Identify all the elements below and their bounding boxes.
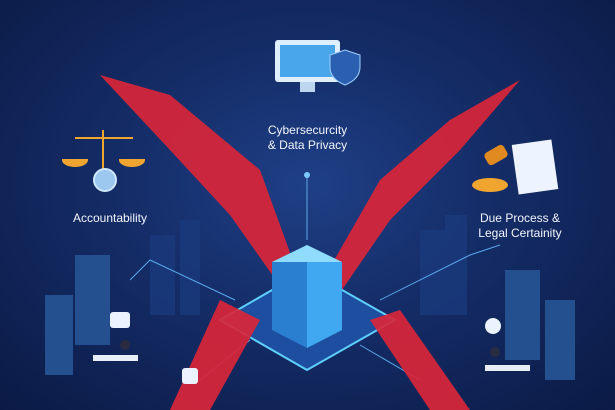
question-bubbles	[110, 312, 501, 384]
magnifier-lock-icon	[93, 168, 117, 192]
workers-at-desks	[93, 340, 530, 371]
accountability-label: Accountability	[72, 211, 148, 225]
building-icon	[272, 245, 342, 348]
due-process-label: Due Process & Legal Certainity	[460, 211, 580, 241]
due-line1: Due Process &	[479, 211, 561, 225]
server-towers	[45, 255, 575, 380]
cyber-line1: Cybersecurcity	[267, 123, 348, 137]
city-skyline	[150, 215, 467, 315]
monitor-shield-icon	[275, 40, 361, 92]
scales-of-justice-icon	[61, 130, 146, 175]
node-dot	[304, 172, 310, 178]
gavel-document-icon	[472, 139, 559, 195]
due-line2: Legal Certainity	[478, 226, 562, 240]
cyber-line2: & Data Privacy	[267, 138, 348, 152]
cybersecurity-label: Cybersecurcity & Data Privacy	[245, 123, 370, 153]
